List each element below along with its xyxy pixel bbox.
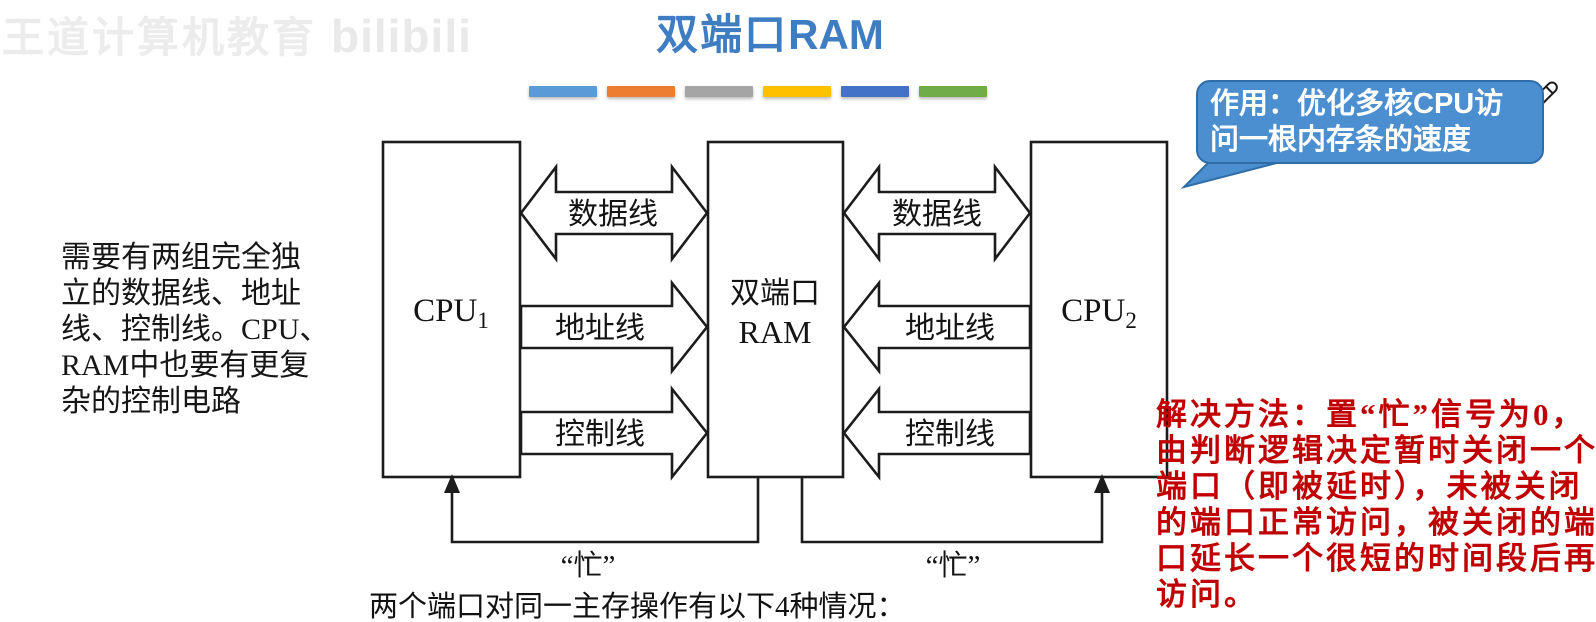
- busy-label-right: “忙”: [926, 549, 981, 582]
- solution-note-line: 由判断逻辑决定暂时关闭一个: [1156, 433, 1596, 468]
- ram-box: [706, 140, 845, 479]
- page-title: 双端口RAM: [500, 10, 1040, 61]
- divider-bar: [763, 86, 831, 97]
- divider-bar: [841, 86, 909, 97]
- divider-bar: [529, 86, 597, 97]
- busy-wire-right: [800, 478, 1104, 544]
- address-bus-label-left: 地址线: [555, 312, 645, 345]
- divider-bar: [919, 86, 987, 97]
- title-zh: 双端口: [656, 13, 789, 59]
- left-note-line: 线、控制线。CPU、: [61, 313, 330, 346]
- data-bus-label-left: 数据线: [568, 198, 658, 231]
- callout-line1: 作用：优化多核CPU访: [1210, 88, 1504, 120]
- left-note-line: RAM中也要有更复: [61, 349, 310, 382]
- watermark: 王道计算机教育 bilibili: [2, 4, 472, 65]
- cpu2-box: [1029, 140, 1169, 479]
- bottom-caption: 两个端口对同一主存操作有以下4种情况：: [369, 591, 906, 622]
- data-bus-label-right: 数据线: [892, 198, 982, 231]
- data-bus-arrow-right: [842, 163, 1032, 263]
- busy-arrowhead-right: [1094, 474, 1110, 493]
- divider-bars: [529, 86, 987, 97]
- solution-note: 解决方法：置“忙”信号为0， 由判断逻辑决定暂时关闭一个 端口（即被延时），未被…: [1156, 397, 1596, 613]
- solution-note-line: 端口（即被延时），未被关闭: [1156, 469, 1583, 504]
- watermark-brand: 王道计算机教育: [2, 14, 318, 61]
- divider-bar: [685, 86, 753, 97]
- address-bus-arrow-right: [842, 279, 1032, 375]
- left-note-line: 杂的控制电路: [61, 385, 241, 418]
- address-bus-label-right: 地址线: [905, 312, 995, 345]
- solution-note-line: 访问。: [1156, 577, 1258, 612]
- cpu1-box: [381, 140, 522, 479]
- control-bus-arrow-left: [519, 385, 709, 481]
- left-note: 需要有两组完全独 立的数据线、地址 线、控制线。CPU、 RAM中也要有更复 杂…: [61, 240, 329, 420]
- control-bus-label-left: 控制线: [555, 418, 645, 451]
- divider-bar: [607, 86, 675, 97]
- solution-note-line: 解决方法：置“忙”信号为0，: [1156, 397, 1586, 432]
- title-en: RAM: [788, 11, 884, 58]
- busy-label-left: “忙”: [561, 549, 616, 582]
- cpu2-label: CPU2: [1061, 293, 1137, 333]
- callout-bubble: 作用：优化多核CPU访 问一根内存条的速度: [1196, 80, 1544, 164]
- control-bus-arrow-right: [842, 385, 1032, 481]
- left-note-line: 需要有两组完全独: [61, 241, 301, 274]
- bilibili-logo: bilibili: [331, 10, 472, 62]
- busy-arrowhead-left: [444, 474, 460, 493]
- address-bus-arrow-left: [519, 279, 709, 375]
- solution-note-line: 的端口正常访问，被关闭的端: [1156, 505, 1596, 540]
- ram-label-line2: RAM: [739, 314, 812, 350]
- left-note-line: 立的数据线、地址: [61, 277, 301, 310]
- data-bus-arrow-left: [519, 163, 709, 263]
- cpu1-label: CPU1: [413, 293, 489, 333]
- control-bus-label-right: 控制线: [905, 418, 995, 451]
- ram-label-line1: 双端口: [730, 277, 820, 310]
- callout-line2: 问一根内存条的速度: [1210, 124, 1472, 156]
- busy-wire-left: [450, 478, 760, 544]
- solution-note-line: 口延长一个很短的时间段后再: [1156, 541, 1596, 576]
